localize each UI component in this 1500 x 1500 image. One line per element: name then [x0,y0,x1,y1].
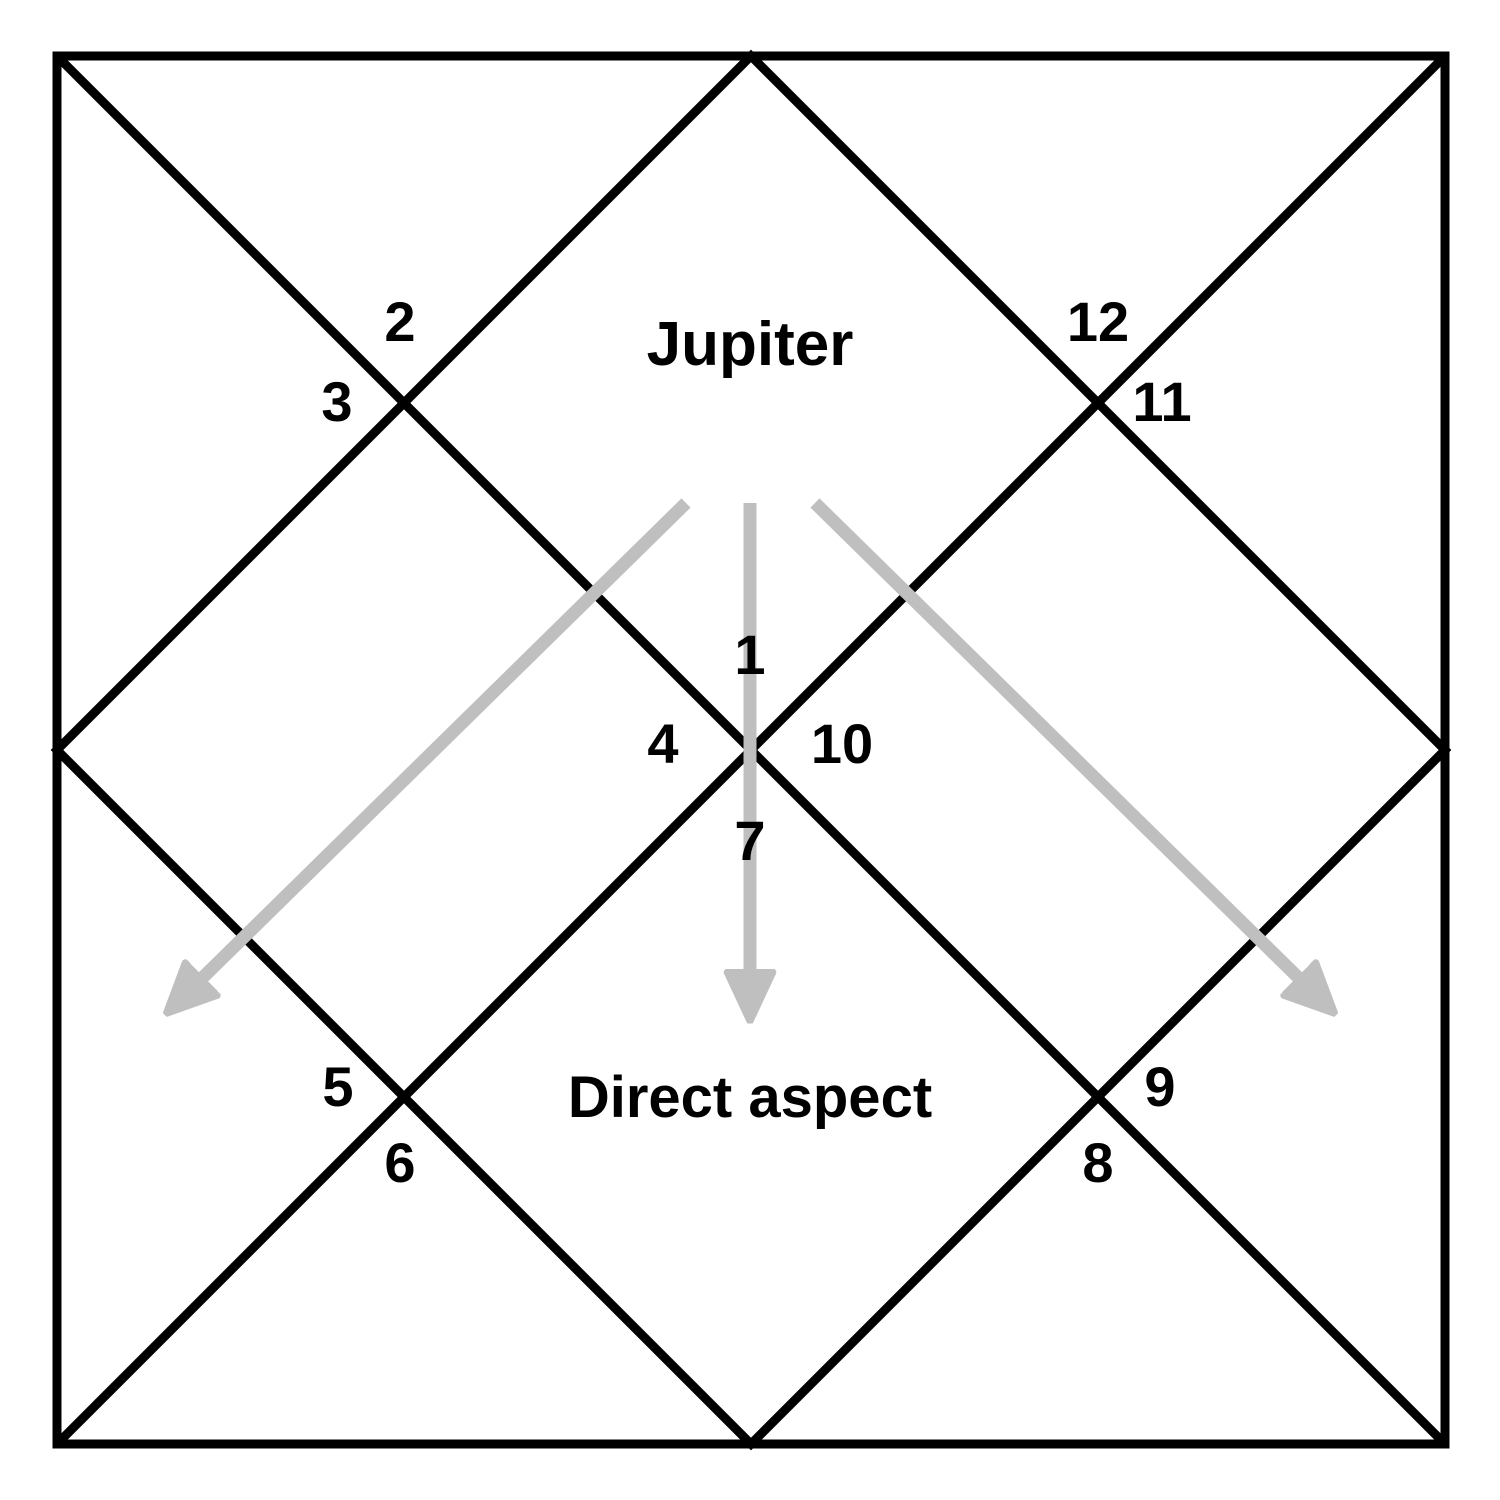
house-number-4: 4 [647,712,679,775]
house-number-7: 7 [734,809,766,872]
house-number-5: 5 [322,1055,354,1118]
house-number-2: 2 [384,290,416,353]
house-number-3: 3 [321,370,353,433]
house-number-9: 9 [1144,1055,1176,1118]
house-number-11: 11 [1132,370,1192,433]
planet-label-jupiter: Jupiter [646,310,854,379]
inner-diamond [50,49,1452,1451]
house-number-8: 8 [1082,1131,1114,1194]
aspect-arrow-9th-house [810,498,1316,995]
aspect-arrow-5th-house [185,498,691,995]
house-number-1: 1 [734,623,766,686]
house-number-10: 10 [810,712,874,775]
house-number-12: 12 [1066,290,1130,353]
aspect-caption: Direct aspect [567,1065,933,1130]
house-number-6: 6 [384,1131,416,1194]
